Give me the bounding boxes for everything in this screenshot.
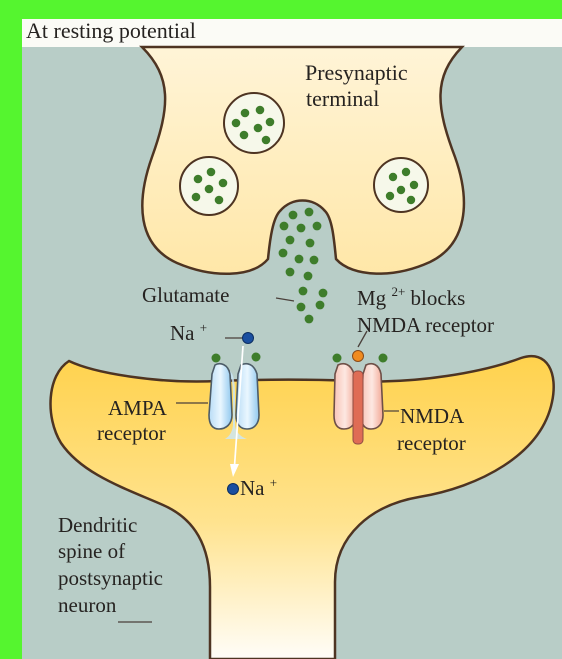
sodium-ion-bottom-icon [228, 484, 239, 495]
dendritic-label-line2: spine of [58, 539, 125, 563]
ampa-label-line2: receptor [97, 421, 166, 445]
dendritic-label-line3: postsynaptic [58, 566, 163, 590]
presynaptic-label-line1: Presynaptic [305, 60, 408, 85]
figure-panel: At resting potential [22, 19, 562, 659]
vesicle [374, 158, 428, 212]
nmda-label-line2: receptor [397, 431, 466, 455]
presynaptic-label-line2: terminal [306, 86, 379, 111]
mg-block-label-line2: NMDA receptor [357, 313, 494, 337]
dendritic-label-line4: neuron [58, 593, 117, 617]
dendritic-label-line1: Dendritic [58, 513, 137, 537]
sodium-ion-top-icon [243, 333, 254, 344]
receptor-binding-site-icon [333, 354, 342, 363]
diagram-title: At resting potential [26, 19, 196, 43]
ampa-label-line1: AMPA [108, 396, 168, 420]
receptor-binding-site-icon [252, 353, 261, 362]
receptor-binding-site-icon [212, 354, 221, 363]
receptor-binding-site-icon [379, 354, 388, 363]
magnesium-ion-icon [353, 351, 364, 362]
synapse-diagram: At resting potential [22, 19, 562, 659]
glutamate-label: Glutamate [142, 283, 229, 307]
vesicle [180, 157, 238, 215]
nmda-label-line1: NMDA [400, 404, 465, 428]
vesicle [224, 93, 284, 153]
